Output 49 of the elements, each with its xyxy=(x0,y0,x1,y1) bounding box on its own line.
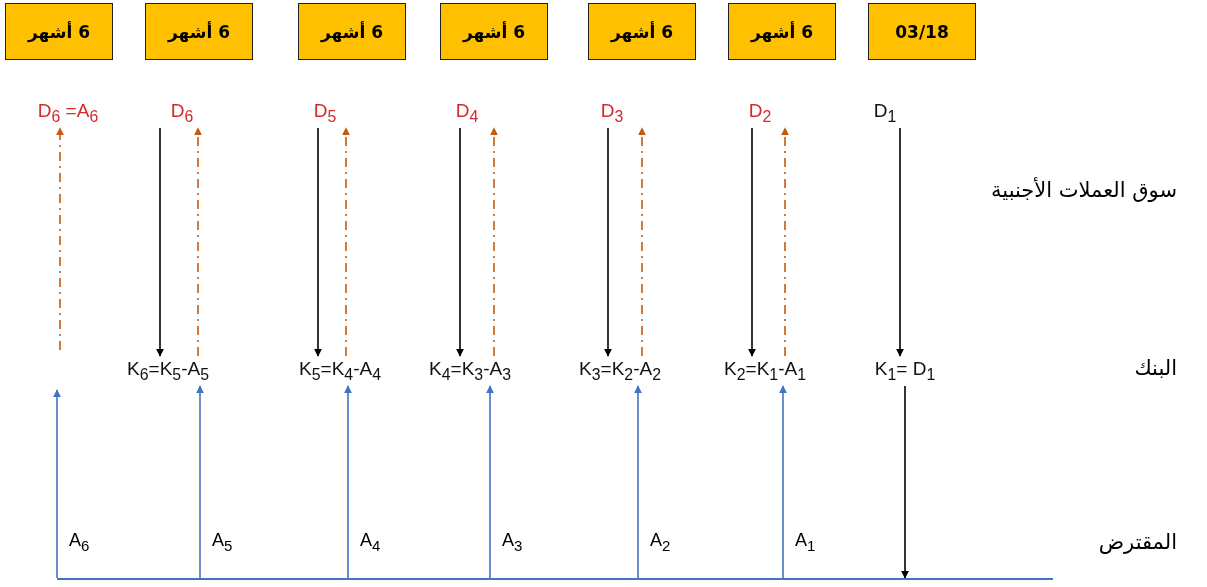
arrow xyxy=(194,127,202,357)
edge-label: A$_{1}$ xyxy=(793,530,818,554)
arrow xyxy=(634,385,642,579)
period-box: 6 أشهر xyxy=(298,3,406,60)
amount-label: D$_{6}$ =A$_{6}$ xyxy=(18,98,118,128)
arrow xyxy=(901,385,909,579)
arrow xyxy=(53,389,61,579)
arrow xyxy=(779,385,787,579)
arrow xyxy=(342,127,350,357)
row-label: البنك xyxy=(1134,356,1177,380)
edge-label: A$_{4}$ xyxy=(358,530,383,554)
period-box: 6 أشهر xyxy=(728,3,836,60)
arrow xyxy=(748,127,756,357)
row-label: المقترض xyxy=(1098,530,1177,554)
edge-label: A$_{6}$ xyxy=(67,530,92,554)
arrow xyxy=(156,127,164,357)
balance-label: K$_{6}$=K$_{5}$-A$_{5}$ xyxy=(113,356,223,386)
balance-label: K$_{3}$=K$_{2}$-A$_{2}$ xyxy=(565,356,675,386)
amount-label: D$_{3}$ xyxy=(577,98,647,128)
edge-label: A$_{5}$ xyxy=(210,530,235,554)
period-box: 6 أشهر xyxy=(145,3,253,60)
amount-label: D$_{2}$ xyxy=(725,98,795,128)
timeline-bar xyxy=(57,578,1053,580)
amount-label: D$_{5}$ xyxy=(290,98,360,128)
balance-label: K$_{5}$=K$_{4}$-A$_{4}$ xyxy=(285,356,395,386)
amount-label: D$_{1}$ xyxy=(850,98,920,128)
arrow xyxy=(490,127,498,357)
arrow xyxy=(604,127,612,357)
arrow xyxy=(196,385,204,579)
balance-label: K$_{1}$= D$_{1}$ xyxy=(850,356,960,386)
arrow xyxy=(344,385,352,579)
period-box: 03/18 xyxy=(868,3,976,60)
row-label: سوق العملات الأجنبية xyxy=(991,178,1177,202)
arrow xyxy=(56,127,64,351)
amount-label: D$_{4}$ xyxy=(432,98,502,128)
arrow xyxy=(896,127,904,357)
period-box: 6 أشهر xyxy=(5,3,113,60)
edge-label: A$_{2}$ xyxy=(648,530,673,554)
edge-label: A$_{3}$ xyxy=(500,530,525,554)
balance-label: K$_{4}$=K$_{3}$-A$_{3}$ xyxy=(415,356,525,386)
period-box: 6 أشهر xyxy=(440,3,548,60)
amount-label: D$_{6}$ xyxy=(147,98,217,128)
arrow xyxy=(486,385,494,579)
arrow xyxy=(638,127,646,357)
period-box: 6 أشهر xyxy=(588,3,696,60)
arrow xyxy=(456,127,464,357)
arrow xyxy=(781,127,789,357)
balance-label: K$_{2}$=K$_{1}$-A$_{1}$ xyxy=(710,356,820,386)
arrow xyxy=(314,127,322,357)
